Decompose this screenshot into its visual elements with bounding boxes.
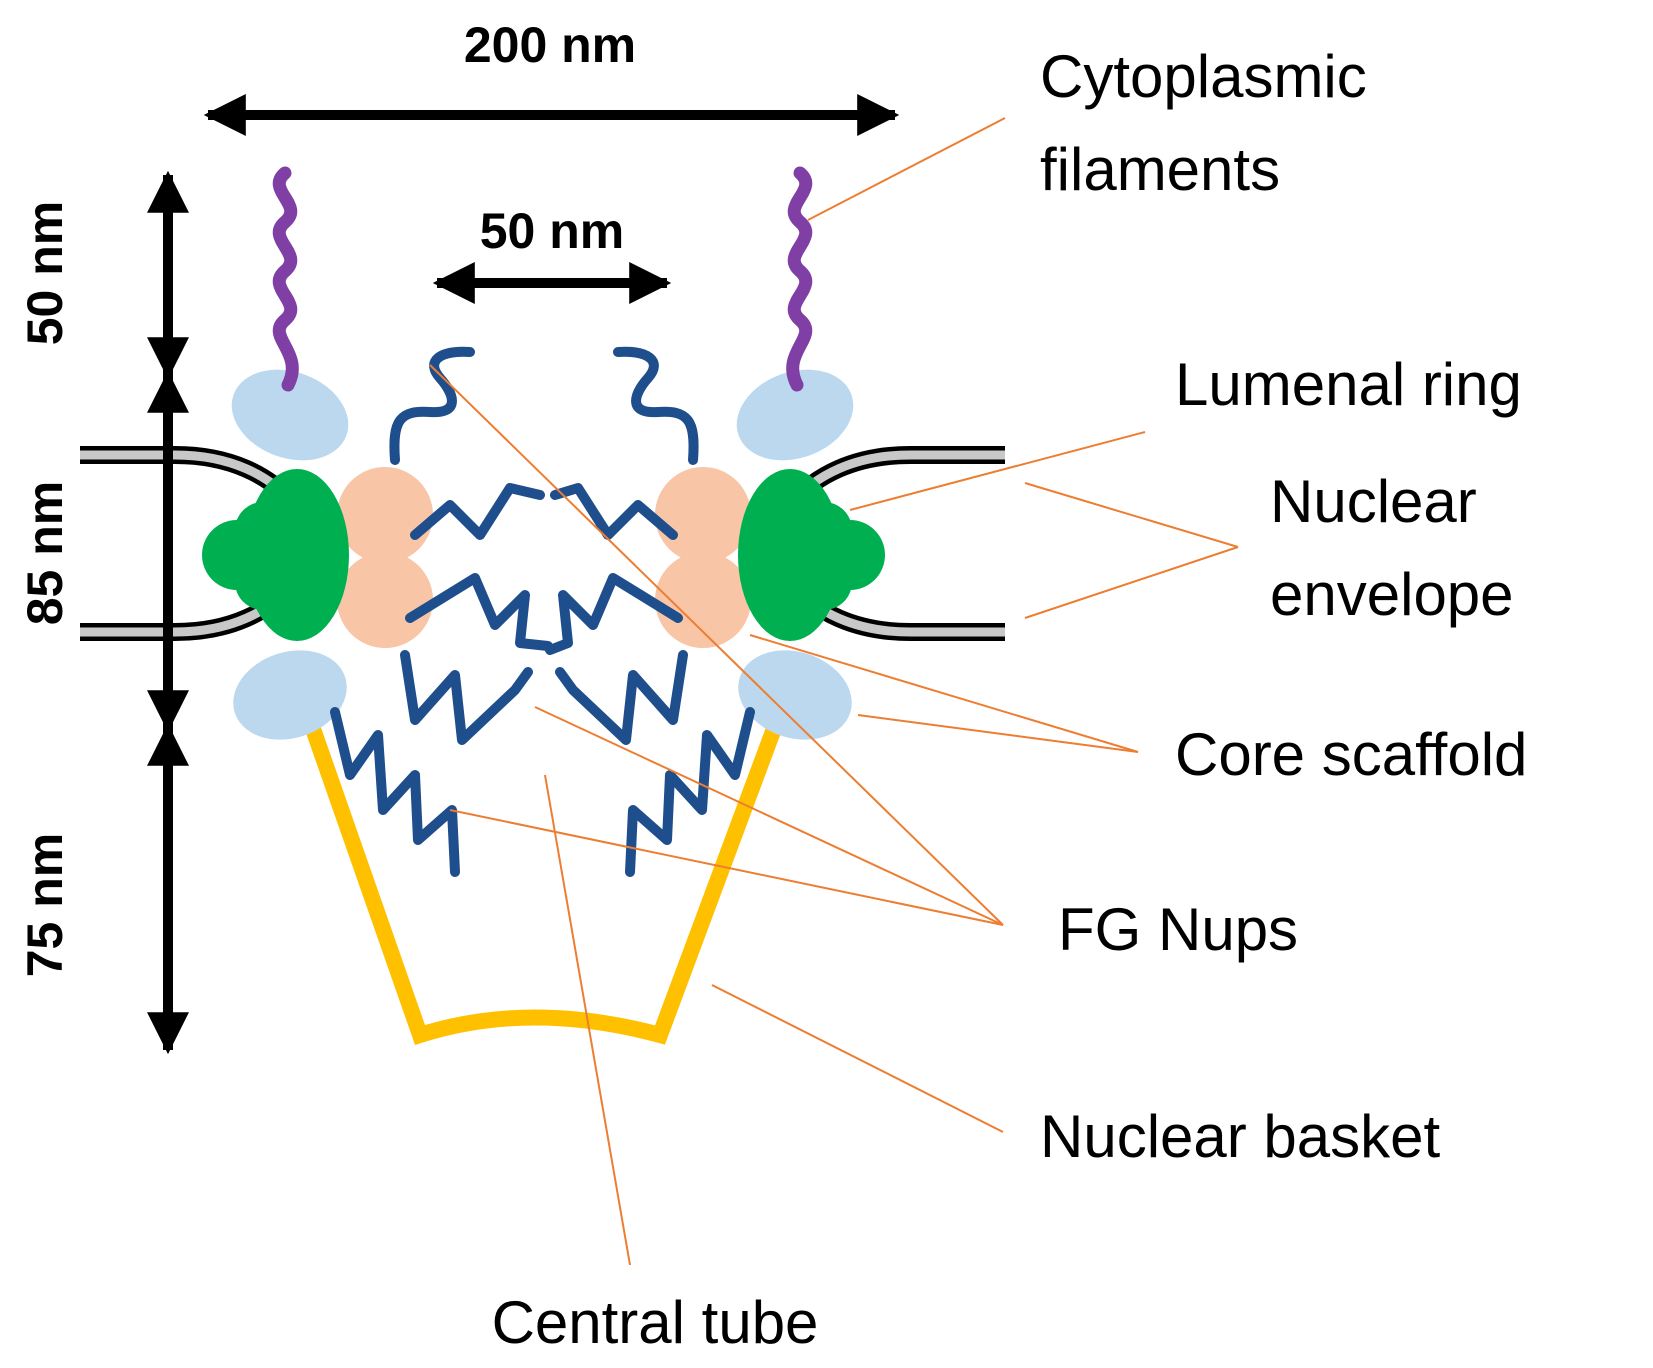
part-labels: Cytoplasmic filaments Lumenal ring Nucle… <box>492 43 1528 1356</box>
label-200nm: 200 nm <box>464 17 636 73</box>
inner-ring-right-bottom <box>655 552 751 648</box>
outer-ring-bottom-left <box>233 650 347 740</box>
cytoplasmic-filament-right <box>786 166 813 392</box>
leader-fg-nups-1 <box>429 364 1004 926</box>
leader-fg-nups-2 <box>534 706 1004 926</box>
leader-core-scaffold-inner <box>749 634 1139 753</box>
fg-nup-bottom-left <box>330 707 460 877</box>
label-50nm-horizontal: 50 nm <box>480 203 625 259</box>
leader-core-scaffold-outer <box>857 714 1139 753</box>
label-cytoplasmic-filaments-line2: filaments <box>1040 136 1280 203</box>
outer-ring-bottom-right <box>738 650 852 740</box>
inner-ring-left-top <box>337 467 433 563</box>
inner-ring-right-top <box>655 467 751 563</box>
outer-ring-top-right <box>736 369 854 461</box>
label-lumenal-ring: Lumenal ring <box>1175 351 1522 418</box>
label-fg-nups: FG Nups <box>1058 896 1298 963</box>
leader-cytoplasmic-filaments <box>807 117 1006 221</box>
fg-nup-mid-upper-right <box>550 483 678 540</box>
fg-nup-top-left <box>389 346 475 465</box>
core-scaffold-outer <box>231 369 854 740</box>
leader-fg-nups-3 <box>449 809 1004 926</box>
label-central-tube: Central tube <box>492 1289 819 1356</box>
label-nuclear-basket: Nuclear basket <box>1040 1103 1441 1170</box>
fg-nup-mid-lower-left <box>405 573 553 651</box>
label-nuclear-envelope-line2: envelope <box>1270 561 1514 628</box>
fg-nup-low-left <box>400 650 533 745</box>
inner-ring-left-bottom <box>337 552 433 648</box>
leader-nuclear-envelope-bottom <box>1024 546 1239 619</box>
label-50nm-vertical: 50 nm <box>17 201 73 346</box>
leader-nuclear-basket <box>711 984 1004 1133</box>
fg-nup-mid-lower-right <box>545 573 683 655</box>
fg-nups <box>330 346 755 877</box>
label-core-scaffold: Core scaffold <box>1175 721 1527 788</box>
lumenal-ring <box>202 469 885 641</box>
leader-nuclear-envelope-top <box>1024 482 1239 548</box>
core-scaffold-inner <box>337 467 751 648</box>
fg-nup-bottom-right <box>625 707 755 877</box>
dimension-labels: 200 nm 50 nm 50 nm 85 nm 75 nm <box>17 17 636 977</box>
leader-central-tube <box>544 774 631 1266</box>
fg-nup-low-right <box>555 650 688 745</box>
dimension-arrows <box>147 94 900 1055</box>
cytoplasmic-filaments <box>272 166 813 392</box>
leader-lumenal-ring <box>849 431 1146 511</box>
fg-nup-top-right <box>613 346 699 465</box>
cytoplasmic-filament-left <box>272 166 299 392</box>
fg-nup-mid-upper-left <box>410 483 545 540</box>
outer-ring-top-left <box>231 369 349 461</box>
lumenal-ring-right <box>738 469 885 641</box>
leader-lines <box>429 117 1239 1266</box>
label-85nm: 85 nm <box>17 481 73 626</box>
label-cytoplasmic-filaments-line1: Cytoplasmic <box>1040 43 1367 110</box>
label-nuclear-envelope-line1: Nuclear <box>1270 468 1477 535</box>
nuclear-basket <box>304 723 783 1045</box>
label-75nm: 75 nm <box>17 833 73 978</box>
lumenal-ring-left <box>202 469 349 641</box>
